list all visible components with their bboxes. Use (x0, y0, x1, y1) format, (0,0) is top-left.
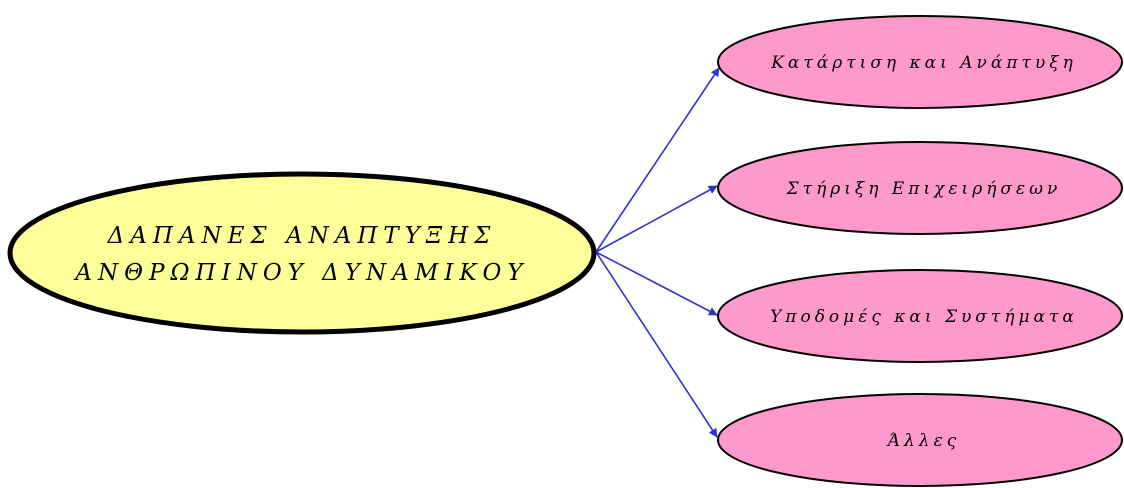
branch-node-label: Υποδομές και Συστήματα (770, 307, 1078, 327)
branch-node-stirixi: Στήριξη Επιχειρήσεων (717, 141, 1123, 235)
center-node: ΔΑΠΑΝΕΣ ΑΝΑΠΤΥΞΗΣ ΑΝΘΡΩΠΙΝΟΥ ΔΥΝΑΜΙΚΟΥ (7, 171, 597, 335)
connectors (595, 67, 720, 438)
connector-arrow-kataartisi (595, 67, 720, 253)
center-node-title-line-1: ΔΑΠΑΝΕΣ ΑΝΑΠΤΥΞΗΣ (107, 223, 497, 249)
connector-arrow-ypodomes (595, 251, 718, 316)
connector-arrow-stirixi (595, 185, 718, 253)
branch-node-label: Κατάρτιση και Ανάπτυξη (770, 53, 1077, 73)
center-node-ellipse (7, 171, 597, 335)
center-node-title-line-2: ΑΝΘΡΩΠΙΝΟΥ ΔΥΝΑΜΙΚΟΥ (73, 260, 528, 286)
branch-node-ypodomes: Υποδομές και Συστήματα (717, 269, 1123, 363)
branch-node-label: Στήριξη Επιχειρήσεων (786, 179, 1062, 199)
branch-node-kataartisi: Κατάρτιση και Ανάπτυξη (717, 15, 1123, 109)
connector-arrow-alles (595, 251, 718, 438)
branch-node-alles: Άλλες (717, 393, 1123, 487)
branch-node-ellipse (717, 141, 1123, 235)
branch-node-ellipse (717, 269, 1123, 363)
branch-node-ellipse (717, 15, 1123, 109)
branch-node-label: Άλλες (886, 431, 960, 451)
branch-node-ellipse (717, 393, 1123, 487)
